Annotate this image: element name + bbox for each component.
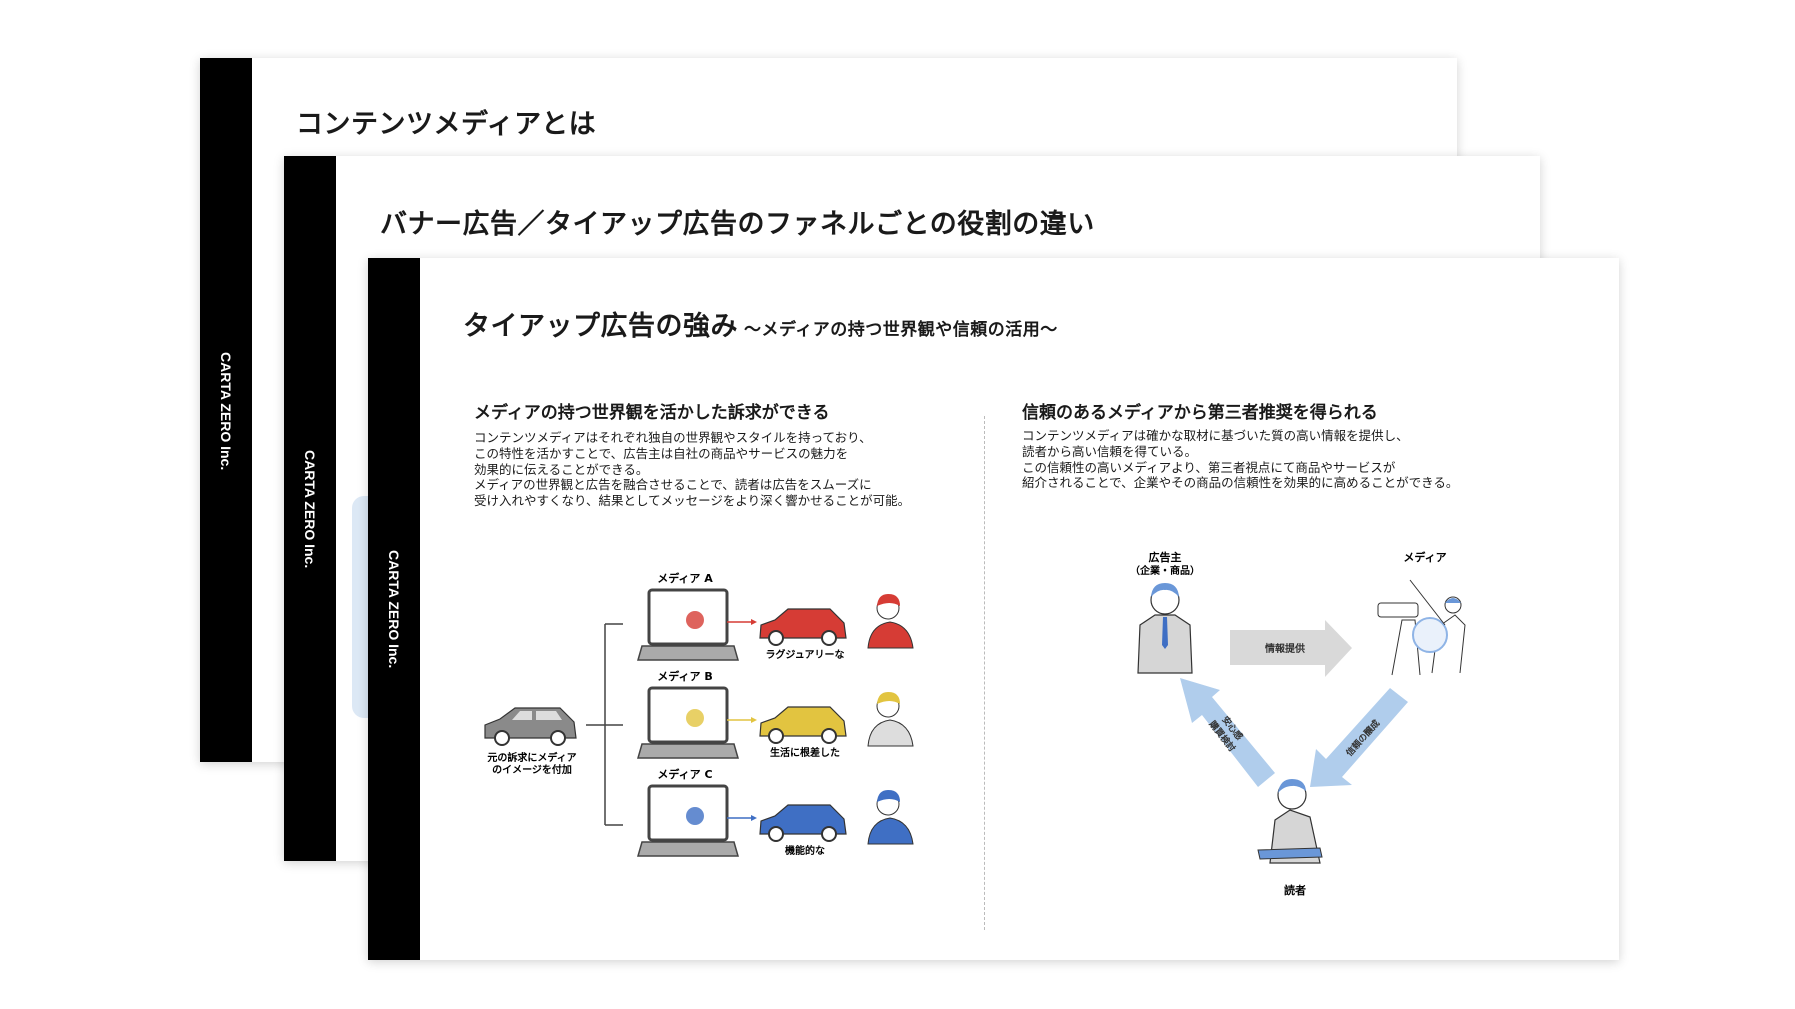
advertiser-sublabel: （企業・商品） — [1130, 564, 1200, 577]
person-icon — [867, 594, 914, 649]
car-icon — [759, 804, 847, 842]
arrow-label: 情報提供 — [1265, 642, 1305, 655]
media-label: メディア A — [657, 571, 713, 585]
slide-title: タイアップ広告の強み ～メディアの持つ世界観や信頼の活用～ — [463, 304, 1058, 343]
left-heading: メディアの持つ世界観を活かした訴求ができる — [474, 403, 830, 423]
right-heading: 信頼のあるメディアから第三者推奨を得られる — [1022, 403, 1378, 423]
brand-label: CARTA ZERO Inc. — [386, 550, 402, 669]
reader-person-icon — [1257, 779, 1323, 864]
laptop-icon — [637, 588, 739, 661]
body-line: 受け入れやすくなり、結果としてメッセージをより深く響かせることが可能。 — [474, 493, 911, 509]
laptop-icon — [637, 784, 739, 857]
person-icon — [867, 692, 914, 747]
media-label: メディア — [1403, 550, 1446, 564]
media-result-label: 生活に根差した — [770, 746, 840, 759]
media-row: メディア B 生活に根差した — [637, 669, 914, 759]
body-line: メディアの世界観と広告を融合させることで、読者は広告をスムーズに — [474, 477, 872, 493]
title-subtitle: ～メディアの持つ世界観や信頼の活用～ — [744, 320, 1058, 340]
media-row: メディア C 機能的な — [637, 767, 914, 857]
slide-title: バナー広告／タイアップ広告のファネルごとの役割の違い — [380, 209, 1095, 240]
third-party-endorsement-diagram: 広告主 （企業・商品） 情報提供 メディア 信頼の醸成 安心感 — [1130, 550, 1466, 897]
brand-label: CARTA ZERO Inc. — [302, 450, 318, 569]
source-car-icon — [484, 707, 577, 746]
slide-title: コンテンツメディアとは — [296, 109, 597, 140]
media-label: メディア C — [657, 767, 712, 781]
laptop-icon — [637, 686, 739, 759]
slide-front[interactable]: CARTA ZERO Inc. タイアップ広告の強み ～メディアの持つ世界観や信頼… — [368, 258, 1619, 960]
car-icon — [759, 608, 847, 646]
media-result-label: 機能的な — [785, 844, 825, 857]
title-main: タイアップ広告の強み — [463, 311, 738, 342]
body-line: コンテンツメディアはそれぞれ独自の世界観やスタイルを持っており、 — [474, 430, 872, 445]
brand-bar: CARTA ZERO Inc. — [368, 258, 420, 960]
right-body: コンテンツメディアは確かな取材に基づいた質の高い情報を提供し、 読者から高い信頼… — [1022, 428, 1458, 491]
body-line: この特性を活かすことで、広告主は自社の商品やサービスの魅力を — [474, 445, 849, 461]
media-crew-icon — [1377, 579, 1466, 676]
person-icon — [867, 790, 914, 845]
hidden-content-shape — [352, 496, 372, 718]
body-line: 効果的に伝えることができる。 — [474, 461, 649, 477]
bracket-connector — [586, 623, 623, 826]
info-provide-arrow: 情報提供 — [1230, 620, 1352, 677]
brand-bar: CARTA ZERO Inc. — [284, 156, 336, 861]
body-line: この信頼性の高いメディアより、第三者視点にて商品やサービスが — [1022, 459, 1396, 475]
brand-bar: CARTA ZERO Inc. — [200, 58, 252, 762]
left-body: コンテンツメディアはそれぞれ独自の世界観やスタイルを持っており、 この特性を活か… — [474, 430, 910, 509]
media-result-label: ラグジュアリーな — [765, 648, 844, 661]
column-divider — [984, 416, 985, 930]
media-label: メディア B — [657, 669, 712, 683]
advertiser-label: 広告主 — [1149, 550, 1182, 564]
body-line: 読者から高い信頼を得ている。 — [1022, 443, 1198, 459]
source-caption: のイメージを付加 — [492, 763, 572, 776]
car-icon — [759, 706, 847, 744]
brand-label: CARTA ZERO Inc. — [218, 352, 234, 471]
body-line: コンテンツメディアは確かな取材に基づいた質の高い情報を提供し、 — [1022, 428, 1409, 443]
relief-purchase-arrow: 安心感 購買検討 — [1180, 678, 1275, 787]
media-row: メディア A ラグジュアリーな — [637, 571, 914, 661]
body-line: 紹介されることで、企業やその商品の信頼性を効果的に高めることができる。 — [1022, 475, 1459, 491]
advertiser-person-icon — [1137, 583, 1193, 674]
trust-building-arrow: 信頼の醸成 — [1310, 688, 1408, 787]
reader-label: 読者 — [1284, 883, 1306, 897]
source-caption: 元の訴求にメディア — [487, 751, 576, 764]
